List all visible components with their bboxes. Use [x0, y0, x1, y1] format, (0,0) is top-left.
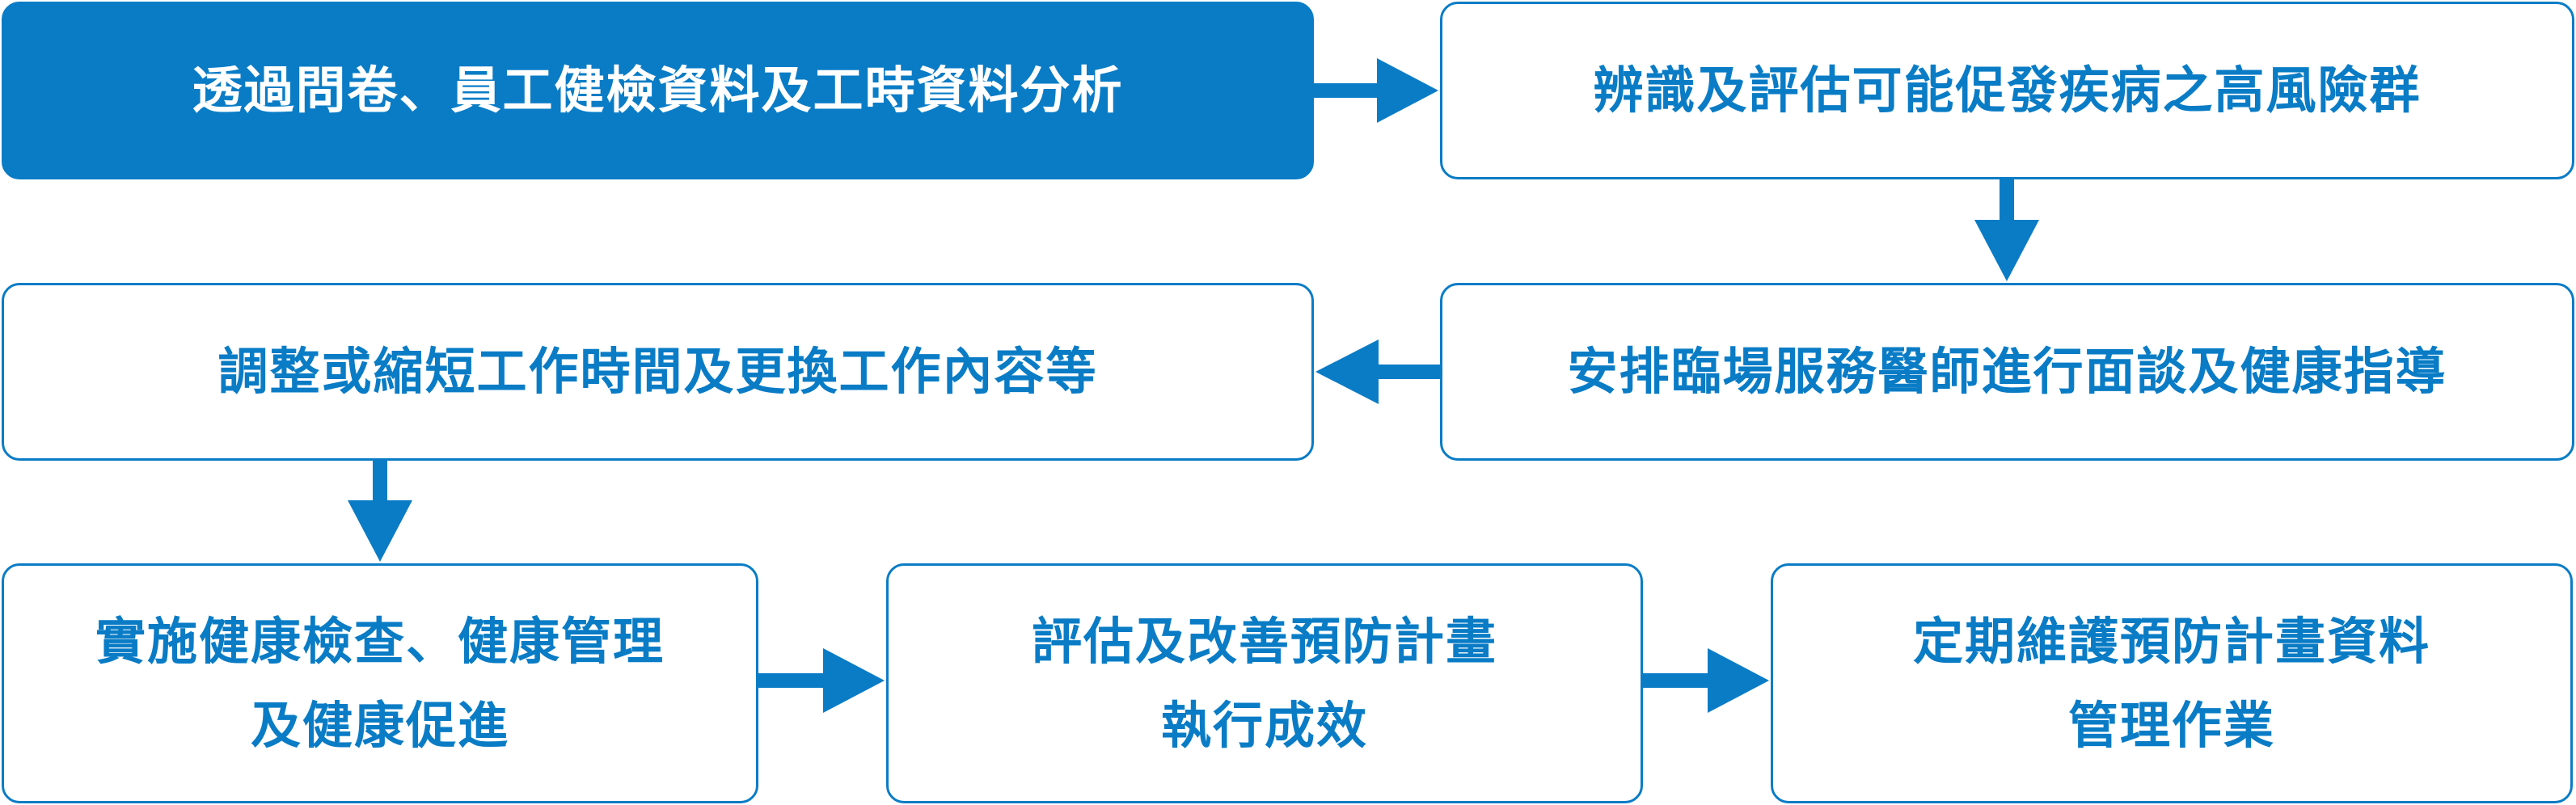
- step-6-text-line-1: 評估及改善預防計畫: [1031, 611, 1497, 671]
- arrow-right-6-to-7: [1643, 648, 1769, 713]
- arrow-down-4-to-5: [348, 461, 412, 562]
- step-6-text-line-2: 執行成效: [1160, 695, 1368, 755]
- step-6-evaluate-plan: 評估及改善預防計畫 執行成效: [886, 563, 1643, 803]
- arrow-right-5-to-6: [758, 648, 885, 713]
- step-4-adjust-work: 調整或縮短工作時間及更換工作內容等: [2, 283, 1314, 461]
- step-4-text: 調整或縮短工作時間及更換工作內容等: [217, 342, 1098, 401]
- arrow-down-2-to-3: [1974, 179, 2039, 281]
- arrow-left-3-to-4: [1315, 339, 1440, 404]
- step-7-maintain-records: 定期維護預防計畫資料 管理作業: [1771, 563, 2573, 803]
- step-5-health-promotion: 實施健康檢查、健康管理 及健康促進: [2, 563, 758, 803]
- step-5-text-line-2: 及健康促進: [250, 695, 509, 755]
- step-3-text: 安排臨場服務醫師進行面談及健康指導: [1567, 342, 2447, 401]
- step-2-identify-high-risk: 辨識及評估可能促發疾病之高風險群: [1440, 2, 2574, 179]
- step-7-text-line-2: 管理作業: [2067, 695, 2275, 755]
- step-7-text-line-1: 定期維護預防計畫資料: [1912, 611, 2430, 671]
- step-5-text-line-1: 實施健康檢查、健康管理: [95, 611, 665, 671]
- step-2-text: 辨識及評估可能促發疾病之高風險群: [1593, 61, 2422, 120]
- step-3-physician-interview: 安排臨場服務醫師進行面談及健康指導: [1440, 283, 2574, 461]
- step-1-analysis: 透過問卷、員工健檢資料及工時資料分析: [2, 2, 1314, 179]
- arrow-right-1-to-2: [1314, 58, 1438, 123]
- step-1-text: 透過問卷、員工健檢資料及工時資料分析: [192, 61, 1124, 120]
